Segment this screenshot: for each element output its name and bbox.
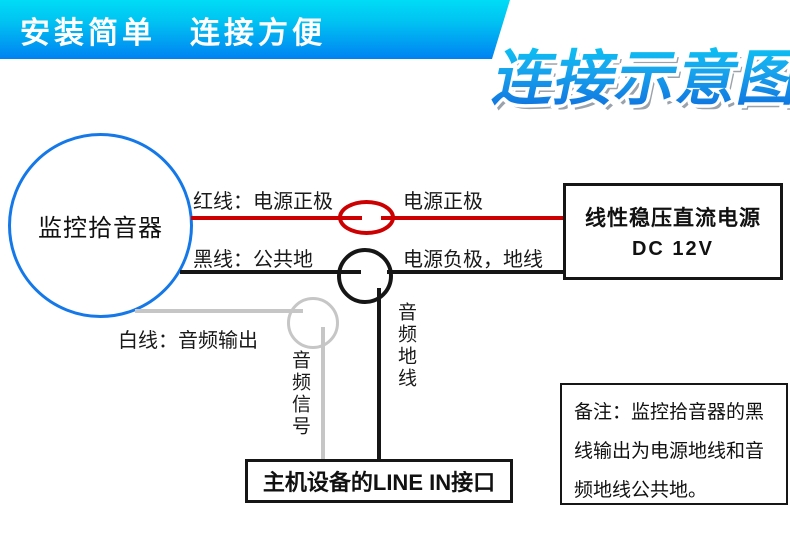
audio-signal-label: 音频信号 — [289, 350, 310, 438]
black-wire-right-segment — [387, 270, 564, 274]
red-wire-junction-ellipse — [338, 200, 395, 235]
power-negative-label: 电源负极，地线 — [403, 249, 543, 271]
power-supply-name: 线性稳压直流电源 — [585, 207, 761, 230]
audio-ground-label: 音频地线 — [395, 302, 416, 390]
power-positive-label: 电源正极 — [403, 191, 483, 213]
note-line-2: 线输出为电源地线和音 — [574, 441, 765, 462]
audio-ground-vertical-wire — [377, 288, 381, 460]
red-wire-label: 红线：电源正极 — [193, 191, 333, 213]
red-wire-right-segment — [381, 216, 564, 220]
line-in-label: 主机设备的LINE IN接口 — [262, 470, 496, 495]
note-line-1: 备注：监控拾音器的黑 — [574, 402, 765, 423]
white-wire-segment — [135, 309, 303, 313]
banner-title: 安装简单 连接方便 — [20, 16, 326, 50]
white-wire-label: 白线：音频输出 — [118, 330, 258, 352]
power-supply-box: 线性稳压直流电源 DC 12V — [563, 183, 783, 280]
white-wire-junction-circle — [287, 297, 339, 349]
line-in-box: 主机设备的LINE IN接口 — [245, 459, 513, 503]
header-banner: 安装简单 连接方便 — [0, 0, 510, 59]
audio-signal-vertical-wire — [321, 327, 325, 460]
note-box: 备注：监控拾音器的黑 线输出为电源地线和音 频地线公共地。 — [560, 383, 788, 505]
note-line-3: 频地线公共地。 — [574, 480, 708, 501]
black-wire-left-segment — [180, 270, 361, 274]
pickup-device-circle: 监控拾音器 — [8, 133, 193, 318]
black-wire-junction-circle — [337, 248, 393, 304]
logo-fill-layer: 连接示意图 — [487, 30, 790, 117]
black-wire-label: 黑线：公共地 — [193, 249, 313, 271]
red-wire-left-segment — [191, 216, 362, 220]
power-supply-voltage: DC 12V — [631, 238, 715, 260]
pickup-device-label: 监控拾音器 — [38, 215, 163, 242]
diagram-logo: 连接示意图 连接示意图 连接示意图 — [485, 30, 790, 118]
